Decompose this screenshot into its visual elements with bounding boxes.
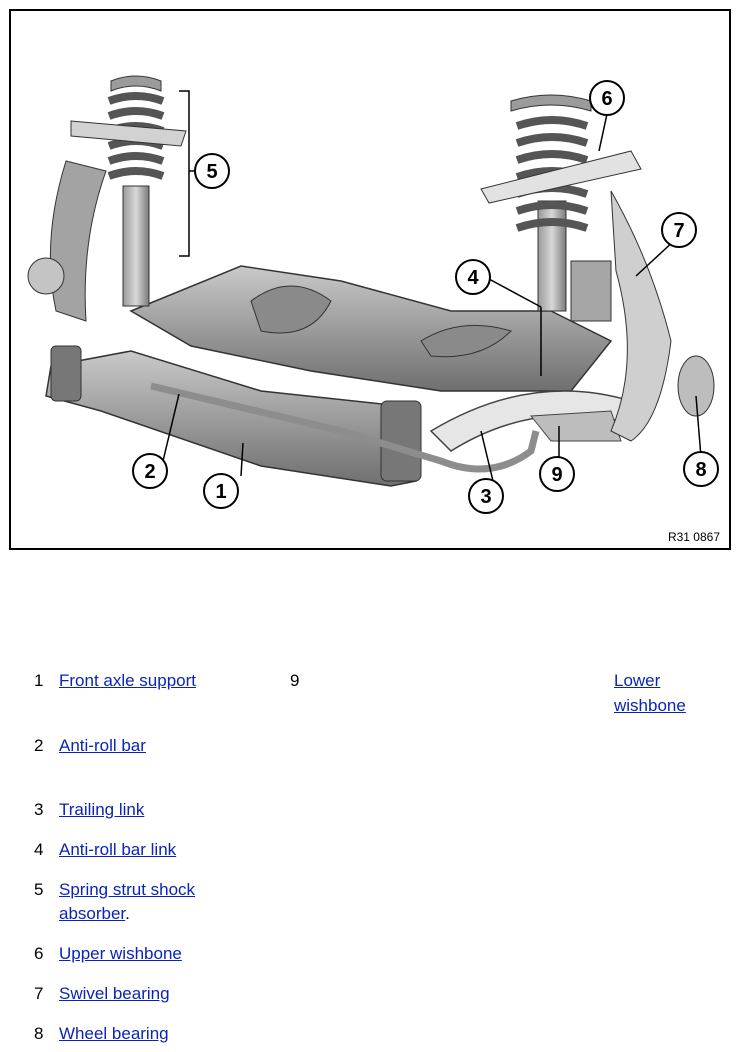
link-trailing-link[interactable]: Trailing link xyxy=(59,800,145,819)
legend-number: 9 xyxy=(290,671,300,690)
svg-text:6: 6 xyxy=(601,88,612,110)
svg-text:2: 2 xyxy=(144,461,155,483)
legend-suffix: . xyxy=(125,904,130,923)
callout-4: 4 xyxy=(455,259,491,295)
svg-text:8: 8 xyxy=(695,459,706,481)
svg-text:1: 1 xyxy=(215,481,226,503)
legend-number: 5 xyxy=(34,880,44,899)
svg-text:7: 7 xyxy=(673,220,684,242)
svg-text:4: 4 xyxy=(467,267,479,289)
svg-text:5: 5 xyxy=(206,161,217,183)
legend-number: 7 xyxy=(34,984,44,1003)
left-spring-strut-shape xyxy=(27,75,187,322)
callout-7: 7 xyxy=(661,212,697,248)
lower-wishbone-shape xyxy=(530,410,622,442)
callout-1: 1 xyxy=(203,473,239,509)
swivel-bearing-shape xyxy=(610,190,672,442)
wheel-bearing-shape xyxy=(677,355,715,417)
link-lower-wishbone[interactable]: Lower xyxy=(614,671,661,690)
link-wheel-bearing[interactable]: Wheel bearing xyxy=(59,1024,169,1043)
callout-9: 9 xyxy=(539,456,575,492)
link-anti-roll-bar[interactable]: Anti-roll bar xyxy=(59,736,146,755)
svg-text:3: 3 xyxy=(480,486,491,508)
legend-number: 8 xyxy=(34,1024,44,1043)
svg-text:9: 9 xyxy=(551,464,562,486)
link-anti-roll-bar-link[interactable]: Anti-roll bar link xyxy=(59,840,177,859)
link-spring-strut-shock-absorber-cont[interactable]: absorber xyxy=(59,904,126,923)
callout-3: 3 xyxy=(468,478,504,514)
link-spring-strut-shock-absorber[interactable]: Spring strut shock xyxy=(59,880,196,899)
front-axle-support-shape xyxy=(45,265,613,487)
axle-illustration: 1 2 3 4 5 6 7 8 9 xyxy=(27,75,719,514)
exploded-diagram: 1 2 3 4 5 6 7 8 9 R31 0867 xyxy=(9,9,731,550)
legend-number: 2 xyxy=(34,736,44,755)
figure-reference: R31 0867 xyxy=(667,530,720,544)
right-spring-strut-shape xyxy=(480,94,715,442)
link-front-axle-support[interactable]: Front axle support xyxy=(59,671,197,690)
link-swivel-bearing[interactable]: Swivel bearing xyxy=(59,984,170,1003)
legend-number: 4 xyxy=(34,840,44,859)
callout-6: 6 xyxy=(589,80,625,116)
legend-number: 3 xyxy=(34,800,44,819)
link-upper-wishbone[interactable]: Upper wishbone xyxy=(59,944,182,963)
legend-number: 6 xyxy=(34,944,44,963)
link-lower-wishbone-cont[interactable]: wishbone xyxy=(614,696,686,715)
legend-number: 1 xyxy=(34,671,44,690)
upper-wishbone-shape xyxy=(480,150,642,204)
callout-5: 5 xyxy=(194,153,230,189)
callout-2: 2 xyxy=(132,453,168,489)
callout-8: 8 xyxy=(683,451,719,487)
anti-roll-bar-shape xyxy=(150,382,540,473)
